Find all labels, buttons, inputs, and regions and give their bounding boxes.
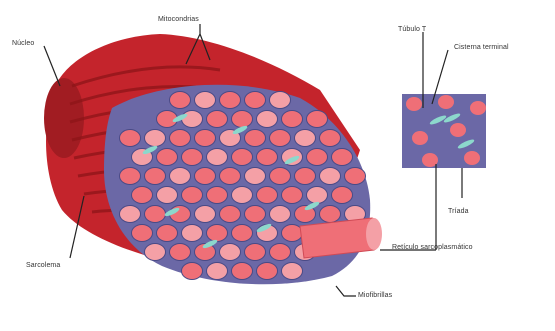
myofibril <box>332 149 353 166</box>
myofibril <box>170 244 191 261</box>
myofibril <box>345 168 366 185</box>
myofibril <box>195 92 216 109</box>
myofibril <box>182 225 203 242</box>
myofibril <box>270 244 291 261</box>
myofibril <box>245 168 266 185</box>
label-t-tubule: Túbulo T <box>398 26 426 33</box>
myofibril <box>270 168 291 185</box>
myofibril <box>145 244 166 261</box>
myofibril <box>207 111 228 128</box>
inset-myofibril <box>412 131 428 145</box>
inset-myofibril <box>464 151 480 165</box>
myofibril <box>232 225 253 242</box>
myofibril <box>157 149 178 166</box>
myofibril <box>232 111 253 128</box>
myofibril <box>320 168 341 185</box>
myofibril <box>207 149 228 166</box>
myofibril <box>245 92 266 109</box>
myofibril <box>170 92 191 109</box>
nucleus <box>44 78 84 158</box>
myofibril <box>170 130 191 147</box>
myofibril <box>207 187 228 204</box>
myofibril <box>145 206 166 223</box>
myofibril <box>120 206 141 223</box>
myofibril <box>195 130 216 147</box>
myofibril <box>120 130 141 147</box>
myofibril <box>182 149 203 166</box>
myofibril <box>120 168 141 185</box>
myofibril <box>182 263 203 280</box>
myofibril <box>282 187 303 204</box>
inset-myofibril <box>470 101 486 115</box>
label-sarcoplasmic-reticulum: Retículo sarcoplasmático <box>392 244 473 251</box>
myofibril <box>245 130 266 147</box>
inset-myofibril <box>438 95 454 109</box>
label-myofibrils: Miofibrillas <box>358 292 392 299</box>
myofibril <box>295 130 316 147</box>
myofibril <box>220 244 241 261</box>
myofibril <box>195 168 216 185</box>
myofibril <box>245 244 266 261</box>
myofibril <box>270 206 291 223</box>
label-mitochondria: Mitocondrias <box>158 16 199 23</box>
myofibril <box>195 206 216 223</box>
myofibril <box>257 149 278 166</box>
myofibril <box>282 263 303 280</box>
myofibril <box>282 111 303 128</box>
myofibril <box>132 225 153 242</box>
myofibril <box>157 225 178 242</box>
myofibril <box>232 263 253 280</box>
myofibril <box>157 187 178 204</box>
myofibril <box>270 130 291 147</box>
label-terminal-cisterna: Cisterna terminal <box>454 44 509 51</box>
myofibril <box>220 206 241 223</box>
myofibril <box>307 111 328 128</box>
label-sarcolemma: Sarcolema <box>26 262 60 269</box>
myofibril <box>232 187 253 204</box>
myofibril <box>182 187 203 204</box>
myofibril <box>207 225 228 242</box>
label-triad: Tríada <box>448 208 469 215</box>
myofibril <box>182 111 203 128</box>
myofibril <box>307 187 328 204</box>
myofibril <box>132 187 153 204</box>
myofibril <box>295 168 316 185</box>
myofibril <box>320 206 341 223</box>
protruding-myofibril-end <box>366 218 382 250</box>
myofibril <box>282 225 303 242</box>
myofibril <box>220 92 241 109</box>
myofibril <box>270 92 291 109</box>
myofibril <box>257 187 278 204</box>
myofibril <box>220 168 241 185</box>
inset-myofibril <box>406 97 422 111</box>
myofibril <box>245 206 266 223</box>
inset-myofibril <box>450 123 466 137</box>
myofibril <box>145 130 166 147</box>
myofibril <box>307 149 328 166</box>
myofibril <box>170 168 191 185</box>
myofibril <box>320 130 341 147</box>
myofibril <box>145 168 166 185</box>
label-nucleus: Núcleo <box>12 40 34 47</box>
myofibril <box>282 149 303 166</box>
myofibril <box>332 187 353 204</box>
myofibril <box>232 149 253 166</box>
myofibril <box>207 263 228 280</box>
myofibril <box>257 111 278 128</box>
myofibril <box>257 263 278 280</box>
